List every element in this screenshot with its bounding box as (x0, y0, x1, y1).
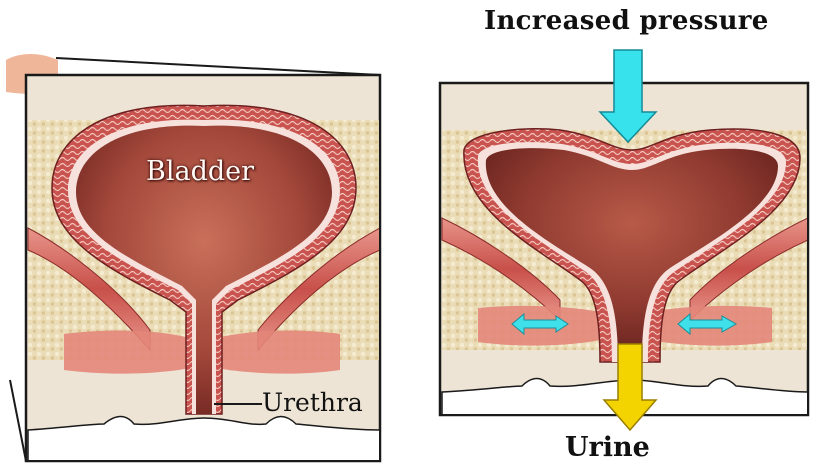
sphincter-right (216, 331, 340, 374)
urethra-label: Urethra (262, 388, 363, 417)
zoom-line-bottom (10, 380, 26, 461)
urine-label: Urine (565, 432, 650, 463)
right-panel (440, 50, 808, 430)
zoom-line-top (56, 58, 380, 75)
increased-pressure-label: Increased pressure (484, 6, 769, 36)
sphincter-left (64, 331, 190, 374)
bladder-label: Bladder (146, 156, 254, 187)
